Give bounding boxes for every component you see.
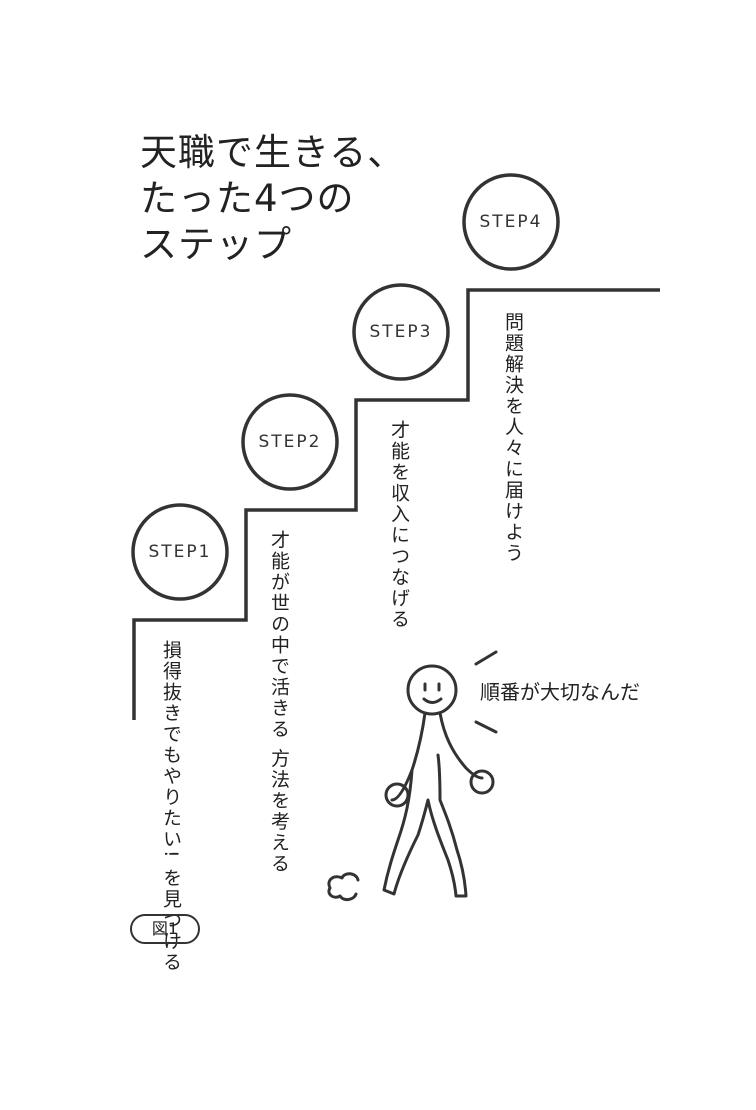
title-line-2: たった4つの [140,177,355,220]
step1-label: STEP1 [148,542,212,562]
walking-person-illustration [327,650,498,902]
dust-puff [327,872,360,902]
person-eyes [423,682,441,692]
step2-text-line-2: 方法を考える [268,748,290,875]
step4-description: 問題解決を人々に届けよう [500,312,526,564]
person-body [382,711,484,898]
step1-text-line-1: 損得抜きでもやりたい! [160,640,182,860]
staircase-line [132,288,660,720]
title-line-1: 天職で生きる、 [140,131,406,174]
step1-circle [131,503,229,601]
step2-text-line-1: 才能が世の中で活きる [268,530,290,740]
person-smile [422,697,443,704]
step1-description: 損得抜きでもやりたい! を見つける [158,640,184,973]
person-left-hand [384,782,410,808]
step2-description: 才能が世の中で活きる 方法を考える [266,530,292,874]
step4-text-line-1: 問題解決を人々に届けよう [502,312,524,564]
page-title: 天職で生きる、 たった4つの ステップ [140,130,405,268]
step4-circle [462,173,560,271]
person-right-hand [469,769,495,795]
step3-description: 才能を収入につなげる [386,420,412,630]
person-head [406,664,458,716]
title-line-3: ステップ [140,223,292,266]
step3-circle [352,283,450,381]
step1-text-line-2: を見つける [160,867,182,973]
step3-label: STEP3 [369,322,433,342]
step2-circle [241,393,339,491]
step4-label: STEP4 [479,212,543,232]
speech-text: 順番が大切なんだ [480,680,640,704]
step2-label: STEP2 [258,432,322,452]
speech-lines [474,650,498,734]
step3-text-line-1: 才能を収入につなげる [388,420,410,630]
figure-label: 図1 [130,914,200,944]
